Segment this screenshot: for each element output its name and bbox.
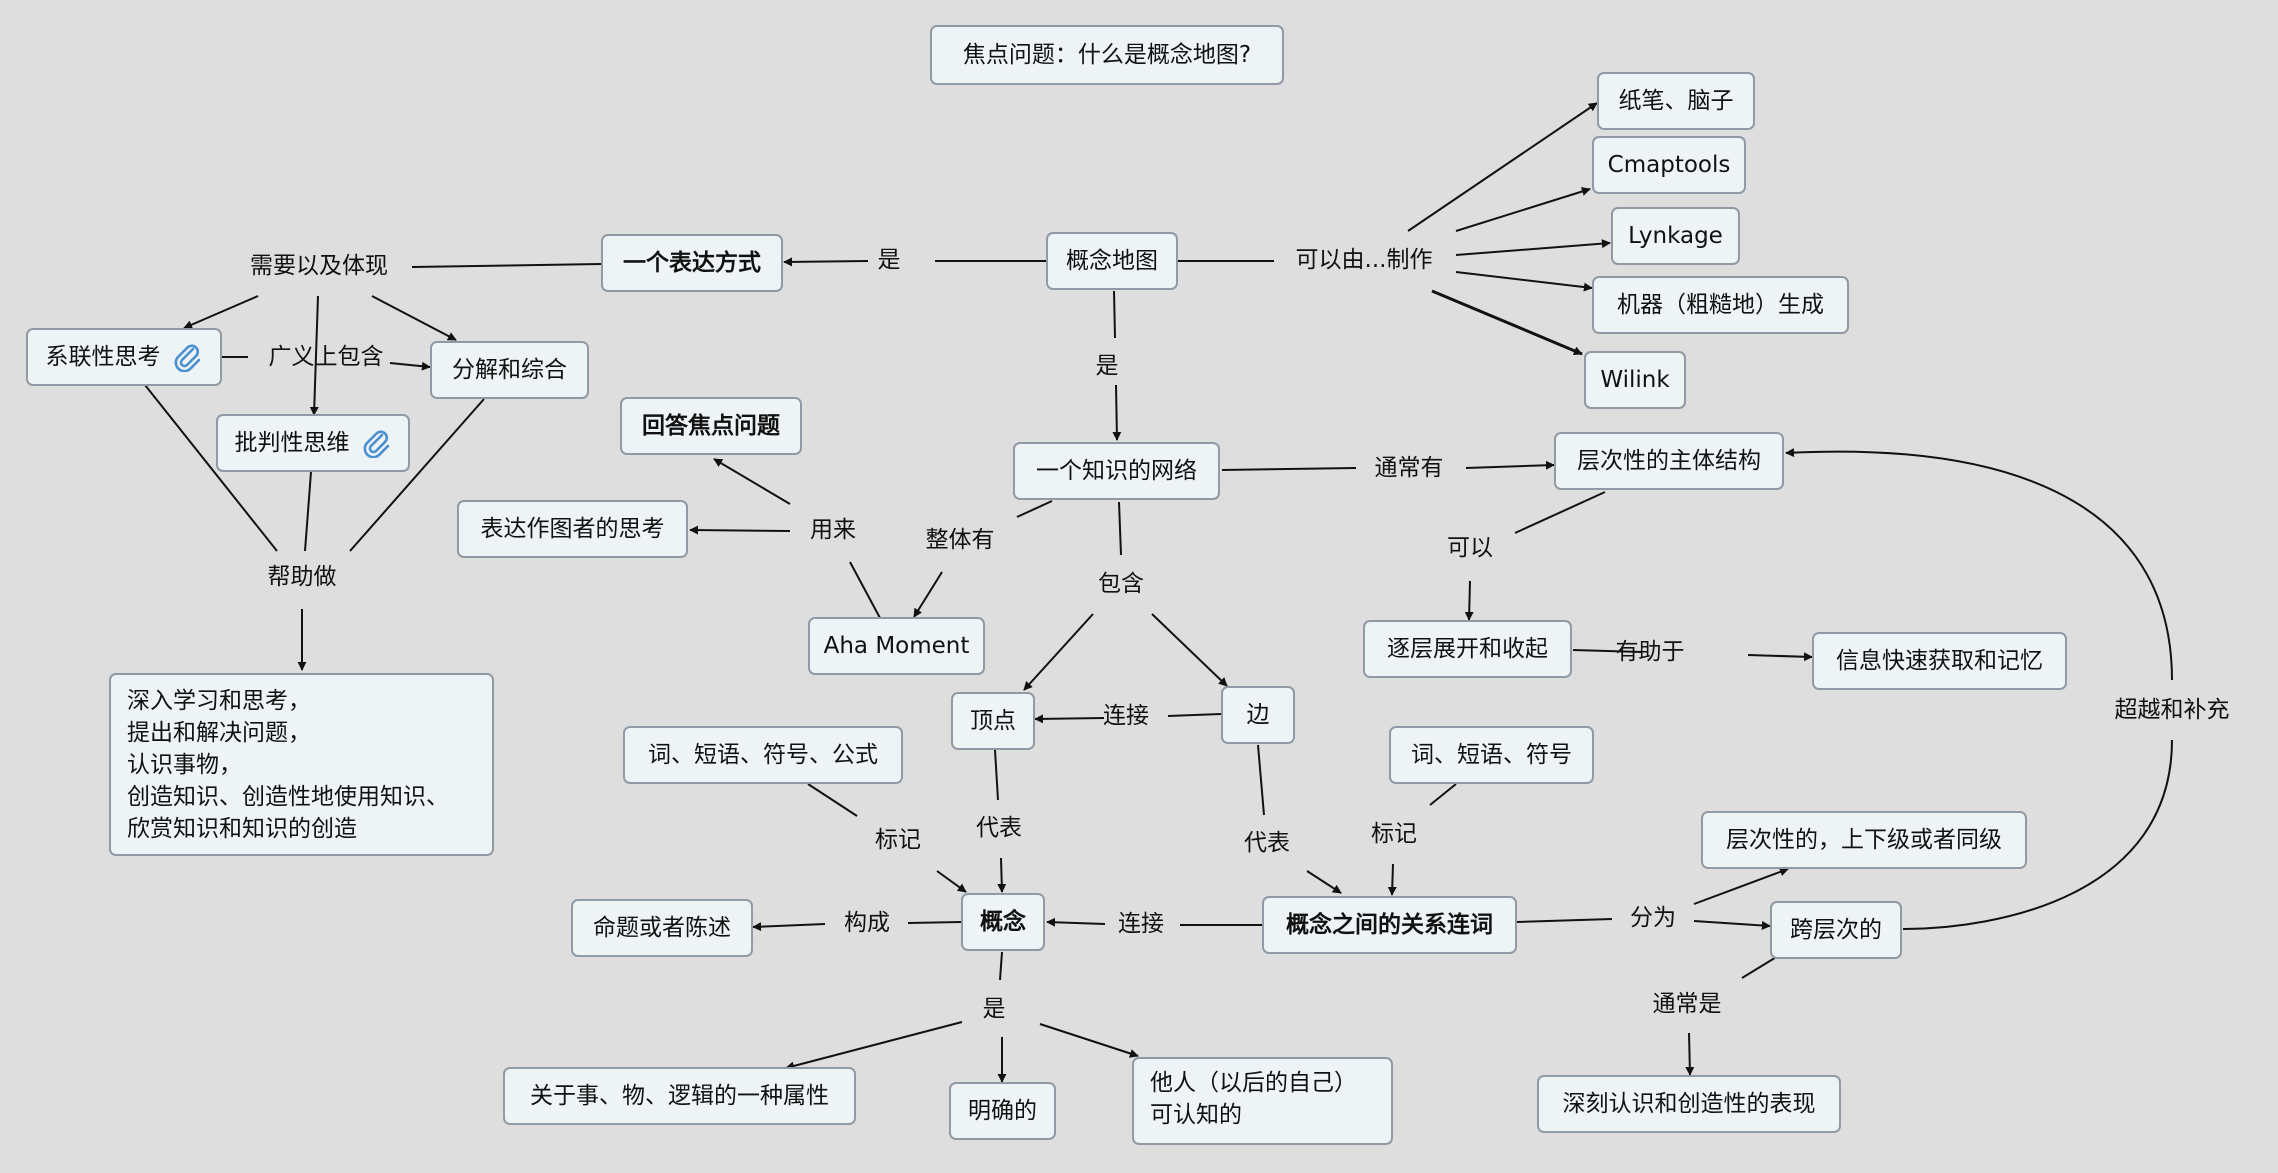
node-wilink[interactable]: Wilink (1584, 351, 1686, 409)
node-cmaptools[interactable]: Cmaptools (1592, 136, 1746, 194)
label-used-for[interactable]: 用来 (810, 517, 856, 543)
node-help-list[interactable]: 深入学习和思考， 提出和解决问题， 认识事物， 创造知识、创造性地使用知识、 欣… (109, 673, 494, 856)
label-is-3[interactable]: 是 (982, 996, 1006, 1022)
node-systemic-thinking[interactable]: 系联性思考 (26, 328, 222, 386)
node-concept[interactable]: 概念 (961, 893, 1045, 951)
node-deep-understanding[interactable]: 深刻认识和创造性的表现 (1537, 1075, 1841, 1133)
label-compose[interactable]: 构成 (844, 910, 890, 936)
node-critical-thinking-label: 批判性思维 (234, 430, 350, 456)
node-attribute[interactable]: 关于事、物、逻辑的一种属性 (503, 1067, 856, 1125)
node-edge[interactable]: 边 (1221, 686, 1295, 744)
node-help-list-text: 深入学习和思考， 提出和解决问题， 认识事物， 创造知识、创造性地使用知识、 欣… (127, 688, 449, 842)
label-made-by[interactable]: 可以由...制作 (1295, 247, 1433, 273)
node-recognizable-text: 他人（以后的自己） 可认知的 (1150, 1070, 1357, 1128)
node-machine-generated[interactable]: 机器（粗糙地）生成 (1592, 276, 1849, 334)
node-express-author-thinking[interactable]: 表达作图者的思考 (457, 500, 688, 558)
node-hierarchical-level[interactable]: 层次性的，上下级或者同级 (1701, 811, 2027, 869)
focus-question[interactable]: 焦点问题：什么是概念地图? (930, 25, 1284, 85)
node-concept-map[interactable]: 概念地图 (1046, 232, 1178, 290)
node-quick-info[interactable]: 信息快速获取和记忆 (1812, 632, 2067, 690)
label-connects-2[interactable]: 连接 (1118, 911, 1164, 937)
node-systemic-thinking-label: 系联性思考 (45, 344, 161, 370)
label-connects-1[interactable]: 连接 (1103, 703, 1149, 729)
node-lynkage[interactable]: Lynkage (1611, 207, 1740, 265)
node-recognizable[interactable]: 他人（以后的自己） 可认知的 (1132, 1057, 1393, 1145)
label-represents-1[interactable]: 代表 (976, 815, 1022, 841)
node-clear[interactable]: 明确的 (949, 1082, 1056, 1140)
node-knowledge-network[interactable]: 一个知识的网络 (1013, 442, 1220, 500)
node-hierarchy-structure[interactable]: 层次性的主体结构 (1554, 432, 1784, 490)
node-proposition[interactable]: 命题或者陈述 (571, 899, 753, 957)
node-vertex[interactable]: 顶点 (951, 692, 1035, 750)
node-answer-focus-question[interactable]: 回答焦点问题 (620, 397, 802, 455)
node-cross-level[interactable]: 跨层次的 (1770, 901, 1902, 959)
label-usually-has[interactable]: 通常有 (1374, 455, 1444, 481)
node-expression-method[interactable]: 一个表达方式 (601, 234, 783, 292)
label-overall-has[interactable]: 整体有 (925, 527, 995, 553)
label-can[interactable]: 可以 (1447, 535, 1493, 561)
node-relation-words[interactable]: 概念之间的关系连词 (1262, 896, 1517, 954)
label-usually-is[interactable]: 通常是 (1652, 991, 1722, 1017)
label-beyond-supplement[interactable]: 超越和补充 (2114, 697, 2230, 723)
node-words-formula[interactable]: 词、短语、符号、公式 (623, 726, 903, 784)
node-expand-collapse[interactable]: 逐层展开和收起 (1363, 620, 1572, 678)
label-divided-into[interactable]: 分为 (1630, 905, 1676, 931)
node-words-symbols[interactable]: 词、短语、符号 (1389, 726, 1594, 784)
label-contains[interactable]: 包含 (1098, 571, 1144, 597)
label-help-do[interactable]: 帮助做 (267, 564, 337, 590)
paperclip-icon[interactable] (362, 428, 392, 458)
label-broadly-includes[interactable]: 广义上包含 (268, 344, 384, 370)
label-represents-2[interactable]: 代表 (1244, 830, 1290, 856)
label-mark-2[interactable]: 标记 (1371, 821, 1417, 847)
node-decompose-synthesize[interactable]: 分解和综合 (430, 341, 589, 399)
label-is-2[interactable]: 是 (1095, 353, 1119, 379)
node-aha-moment[interactable]: Aha Moment (808, 617, 985, 675)
node-critical-thinking[interactable]: 批判性思维 (216, 414, 410, 472)
label-needs-and-reflects[interactable]: 需要以及体现 (250, 253, 388, 279)
node-paper-brain[interactable]: 纸笔、脑子 (1597, 72, 1755, 130)
label-helps[interactable]: 有助于 (1615, 639, 1685, 665)
label-mark-1[interactable]: 标记 (875, 827, 921, 853)
paperclip-icon[interactable] (173, 342, 203, 372)
label-is-1[interactable]: 是 (877, 247, 901, 273)
